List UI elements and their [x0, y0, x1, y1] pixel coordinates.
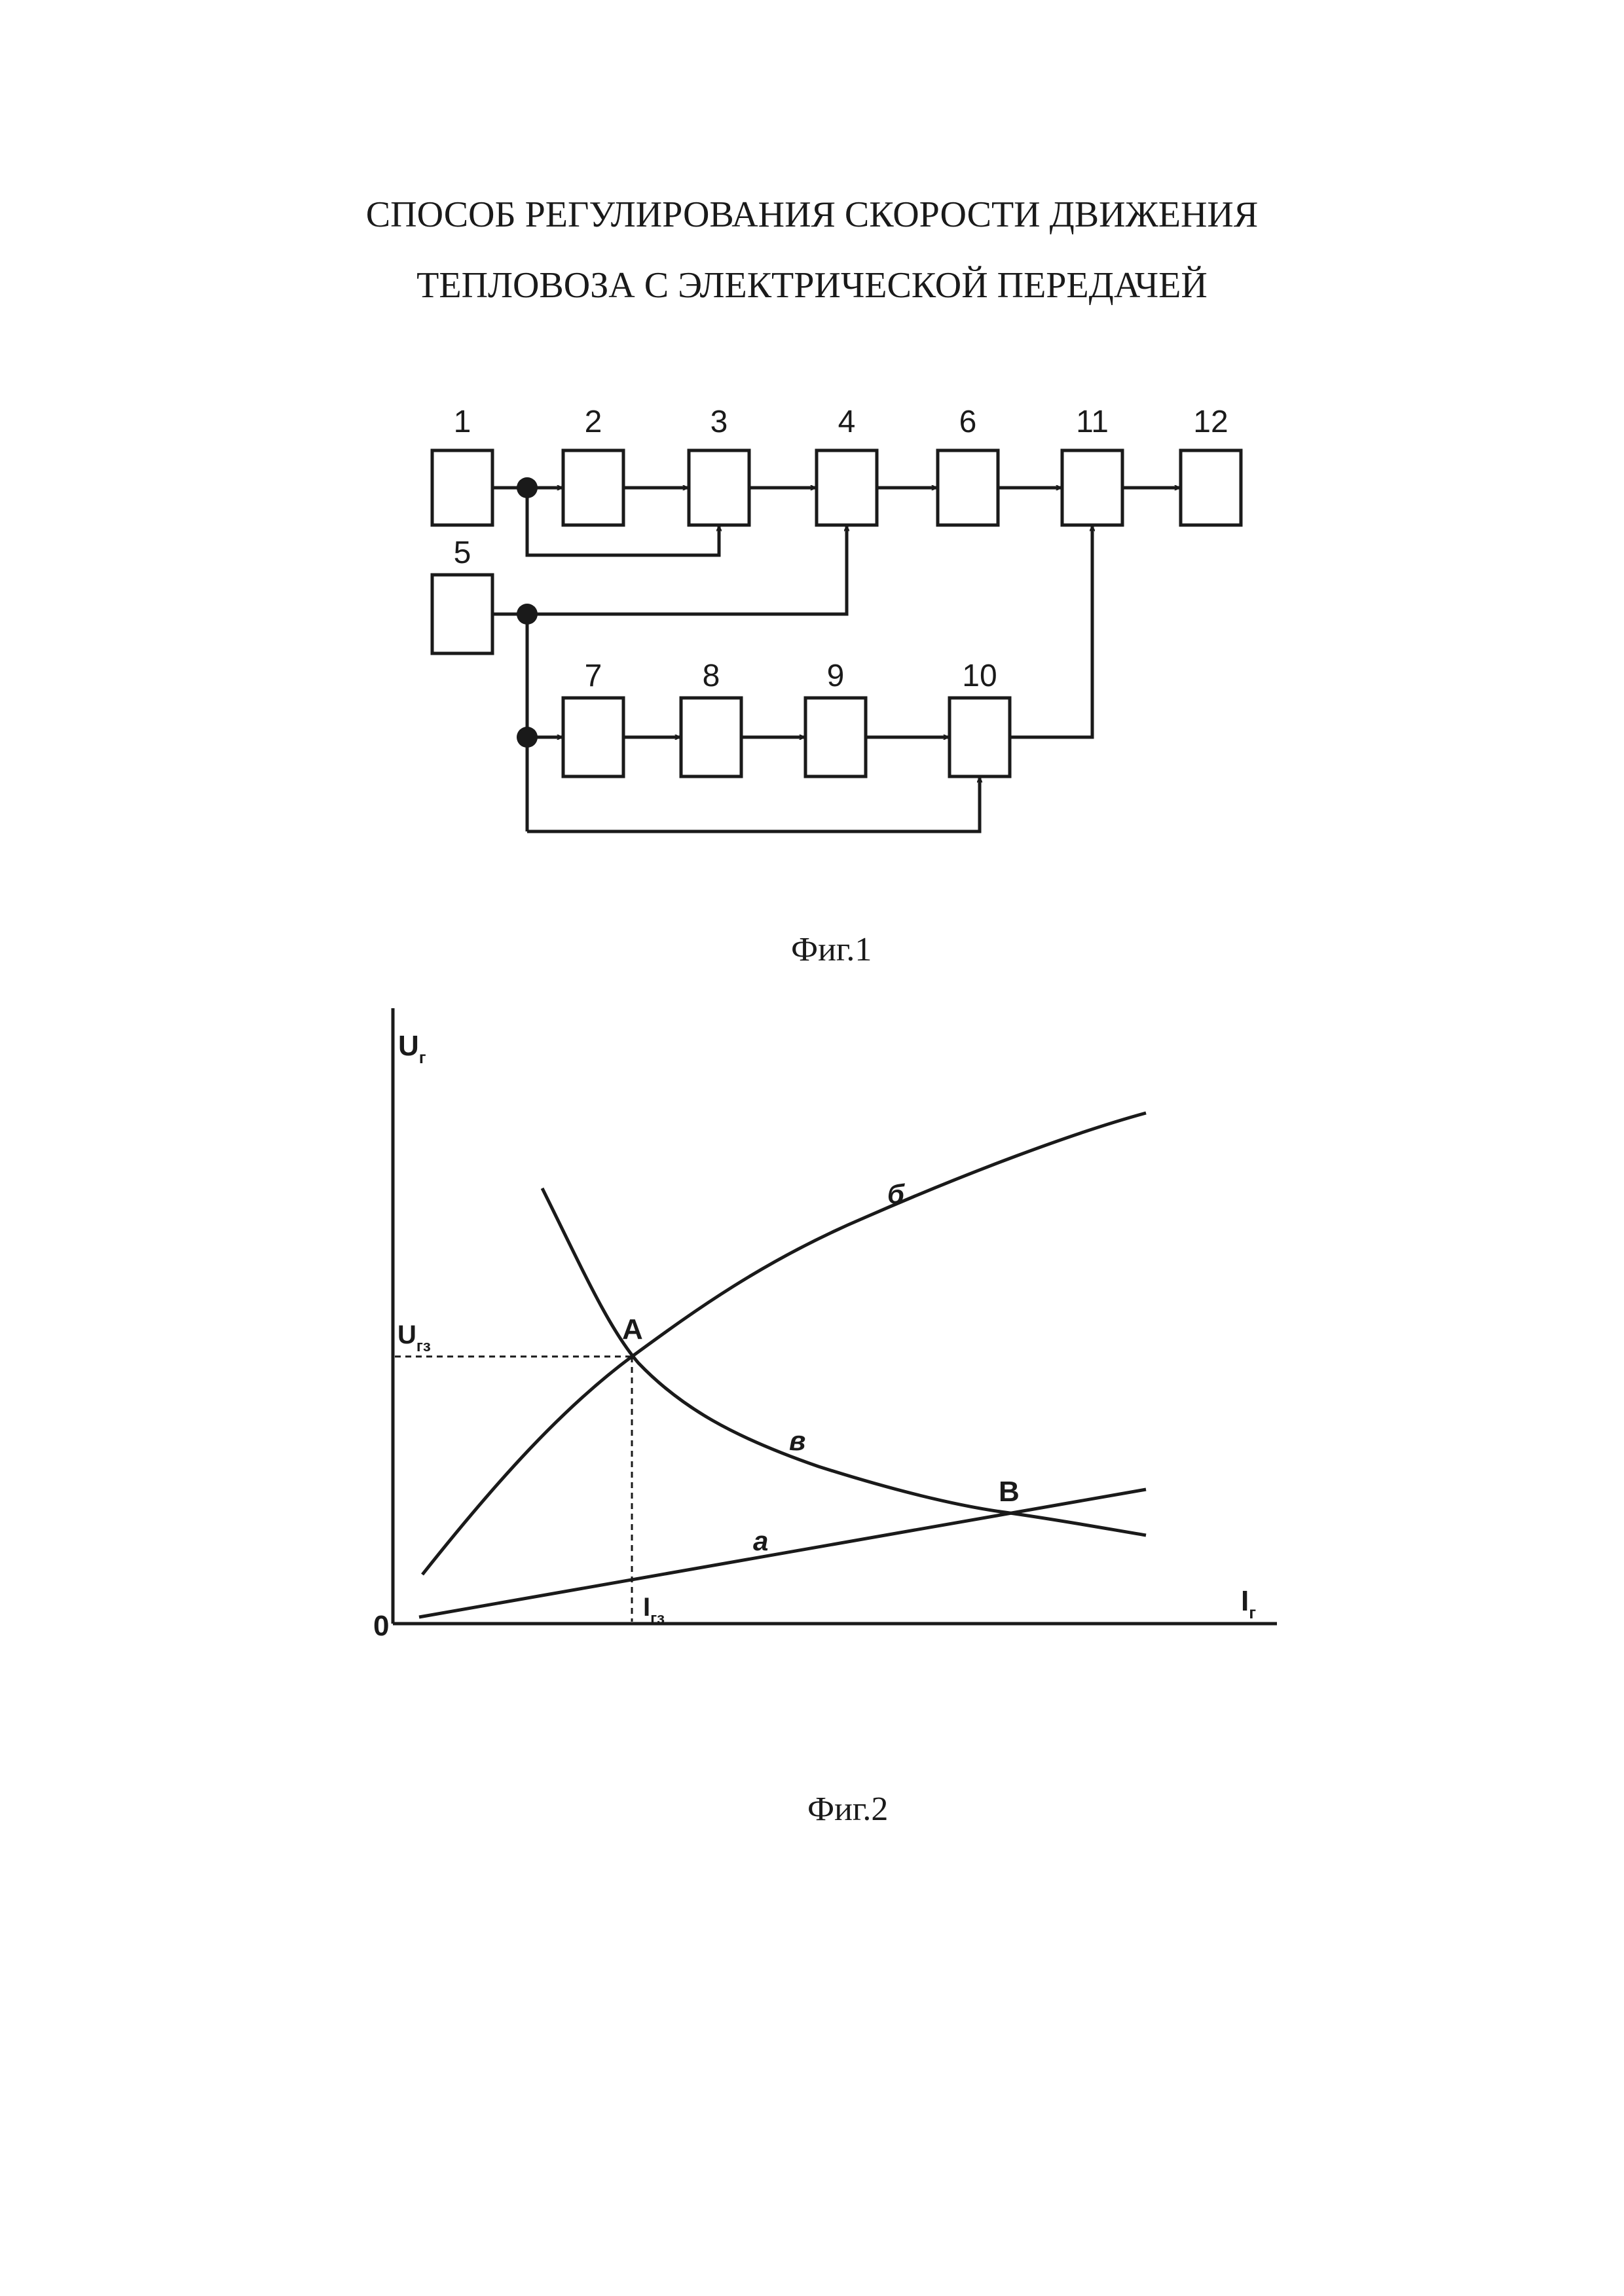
block-8: [679, 696, 743, 778]
block-label-5: 5: [454, 536, 471, 570]
curve-v: [540, 1187, 1147, 1537]
block-6: [936, 448, 1000, 527]
junction-5: [517, 604, 538, 625]
block-10: [948, 696, 1012, 778]
block-1: [430, 448, 494, 527]
block-label-11: 11: [1076, 405, 1109, 439]
block-label-7: 7: [585, 659, 602, 693]
block-label-3: 3: [710, 405, 728, 439]
block-label-4: 4: [838, 405, 856, 439]
block-label-8: 8: [703, 659, 720, 693]
block-label-1: 1: [454, 405, 471, 439]
block-12: [1179, 448, 1243, 527]
block-label-2: 2: [585, 405, 602, 439]
title-line-2: ТЕПЛОВОЗА С ЭЛЕКТРИЧЕСКОЙ ПЕРЕДАЧЕЙ: [416, 265, 1208, 306]
block-4: [815, 448, 879, 527]
curve-a-label: а: [753, 1525, 768, 1556]
ig3-label: Iгз: [643, 1593, 665, 1628]
link-5-10: [527, 778, 980, 833]
block-2: [561, 448, 625, 527]
curve-a: [418, 1487, 1147, 1619]
block-label-6: 6: [959, 405, 977, 439]
junction-1: [517, 477, 538, 498]
link-5-4: [527, 526, 847, 616]
block-label-10: 10: [962, 659, 997, 693]
x-axis-label: Iг: [1241, 1585, 1256, 1622]
block-diagram: 1 2 3 4 6 11 12 5 7 8 9 10: [430, 405, 1243, 833]
ug3-label: Uгз: [397, 1321, 431, 1355]
link-10-11: [1010, 526, 1092, 739]
block-11: [1060, 448, 1124, 527]
block-9: [803, 696, 868, 778]
characteristics-plot: Uг Iг 0 Uгз Iгз A B б в а: [373, 1008, 1277, 1642]
point-a-label: A: [622, 1313, 643, 1345]
block-5: [430, 573, 494, 655]
junction-7: [517, 727, 538, 748]
title-line-1: СПОСОБ РЕГУЛИРОВАНИЯ СКОРОСТИ ДВИЖЕНИЯ: [365, 194, 1259, 235]
origin-label: 0: [373, 1610, 389, 1642]
curve-b: [421, 1111, 1147, 1576]
block-7: [561, 696, 625, 778]
curve-v-label: в: [789, 1425, 805, 1456]
block-label-12: 12: [1193, 405, 1228, 439]
fig1-caption: Фиг.1: [791, 931, 872, 968]
link-1-3: [525, 488, 719, 557]
block-label-9: 9: [827, 659, 845, 693]
fig2-caption: Фиг.2: [807, 1791, 889, 1828]
curve-b-label: б: [887, 1178, 905, 1209]
block-3: [687, 448, 751, 527]
point-b-label: B: [999, 1476, 1020, 1508]
y-axis-label: Uг: [398, 1030, 426, 1067]
